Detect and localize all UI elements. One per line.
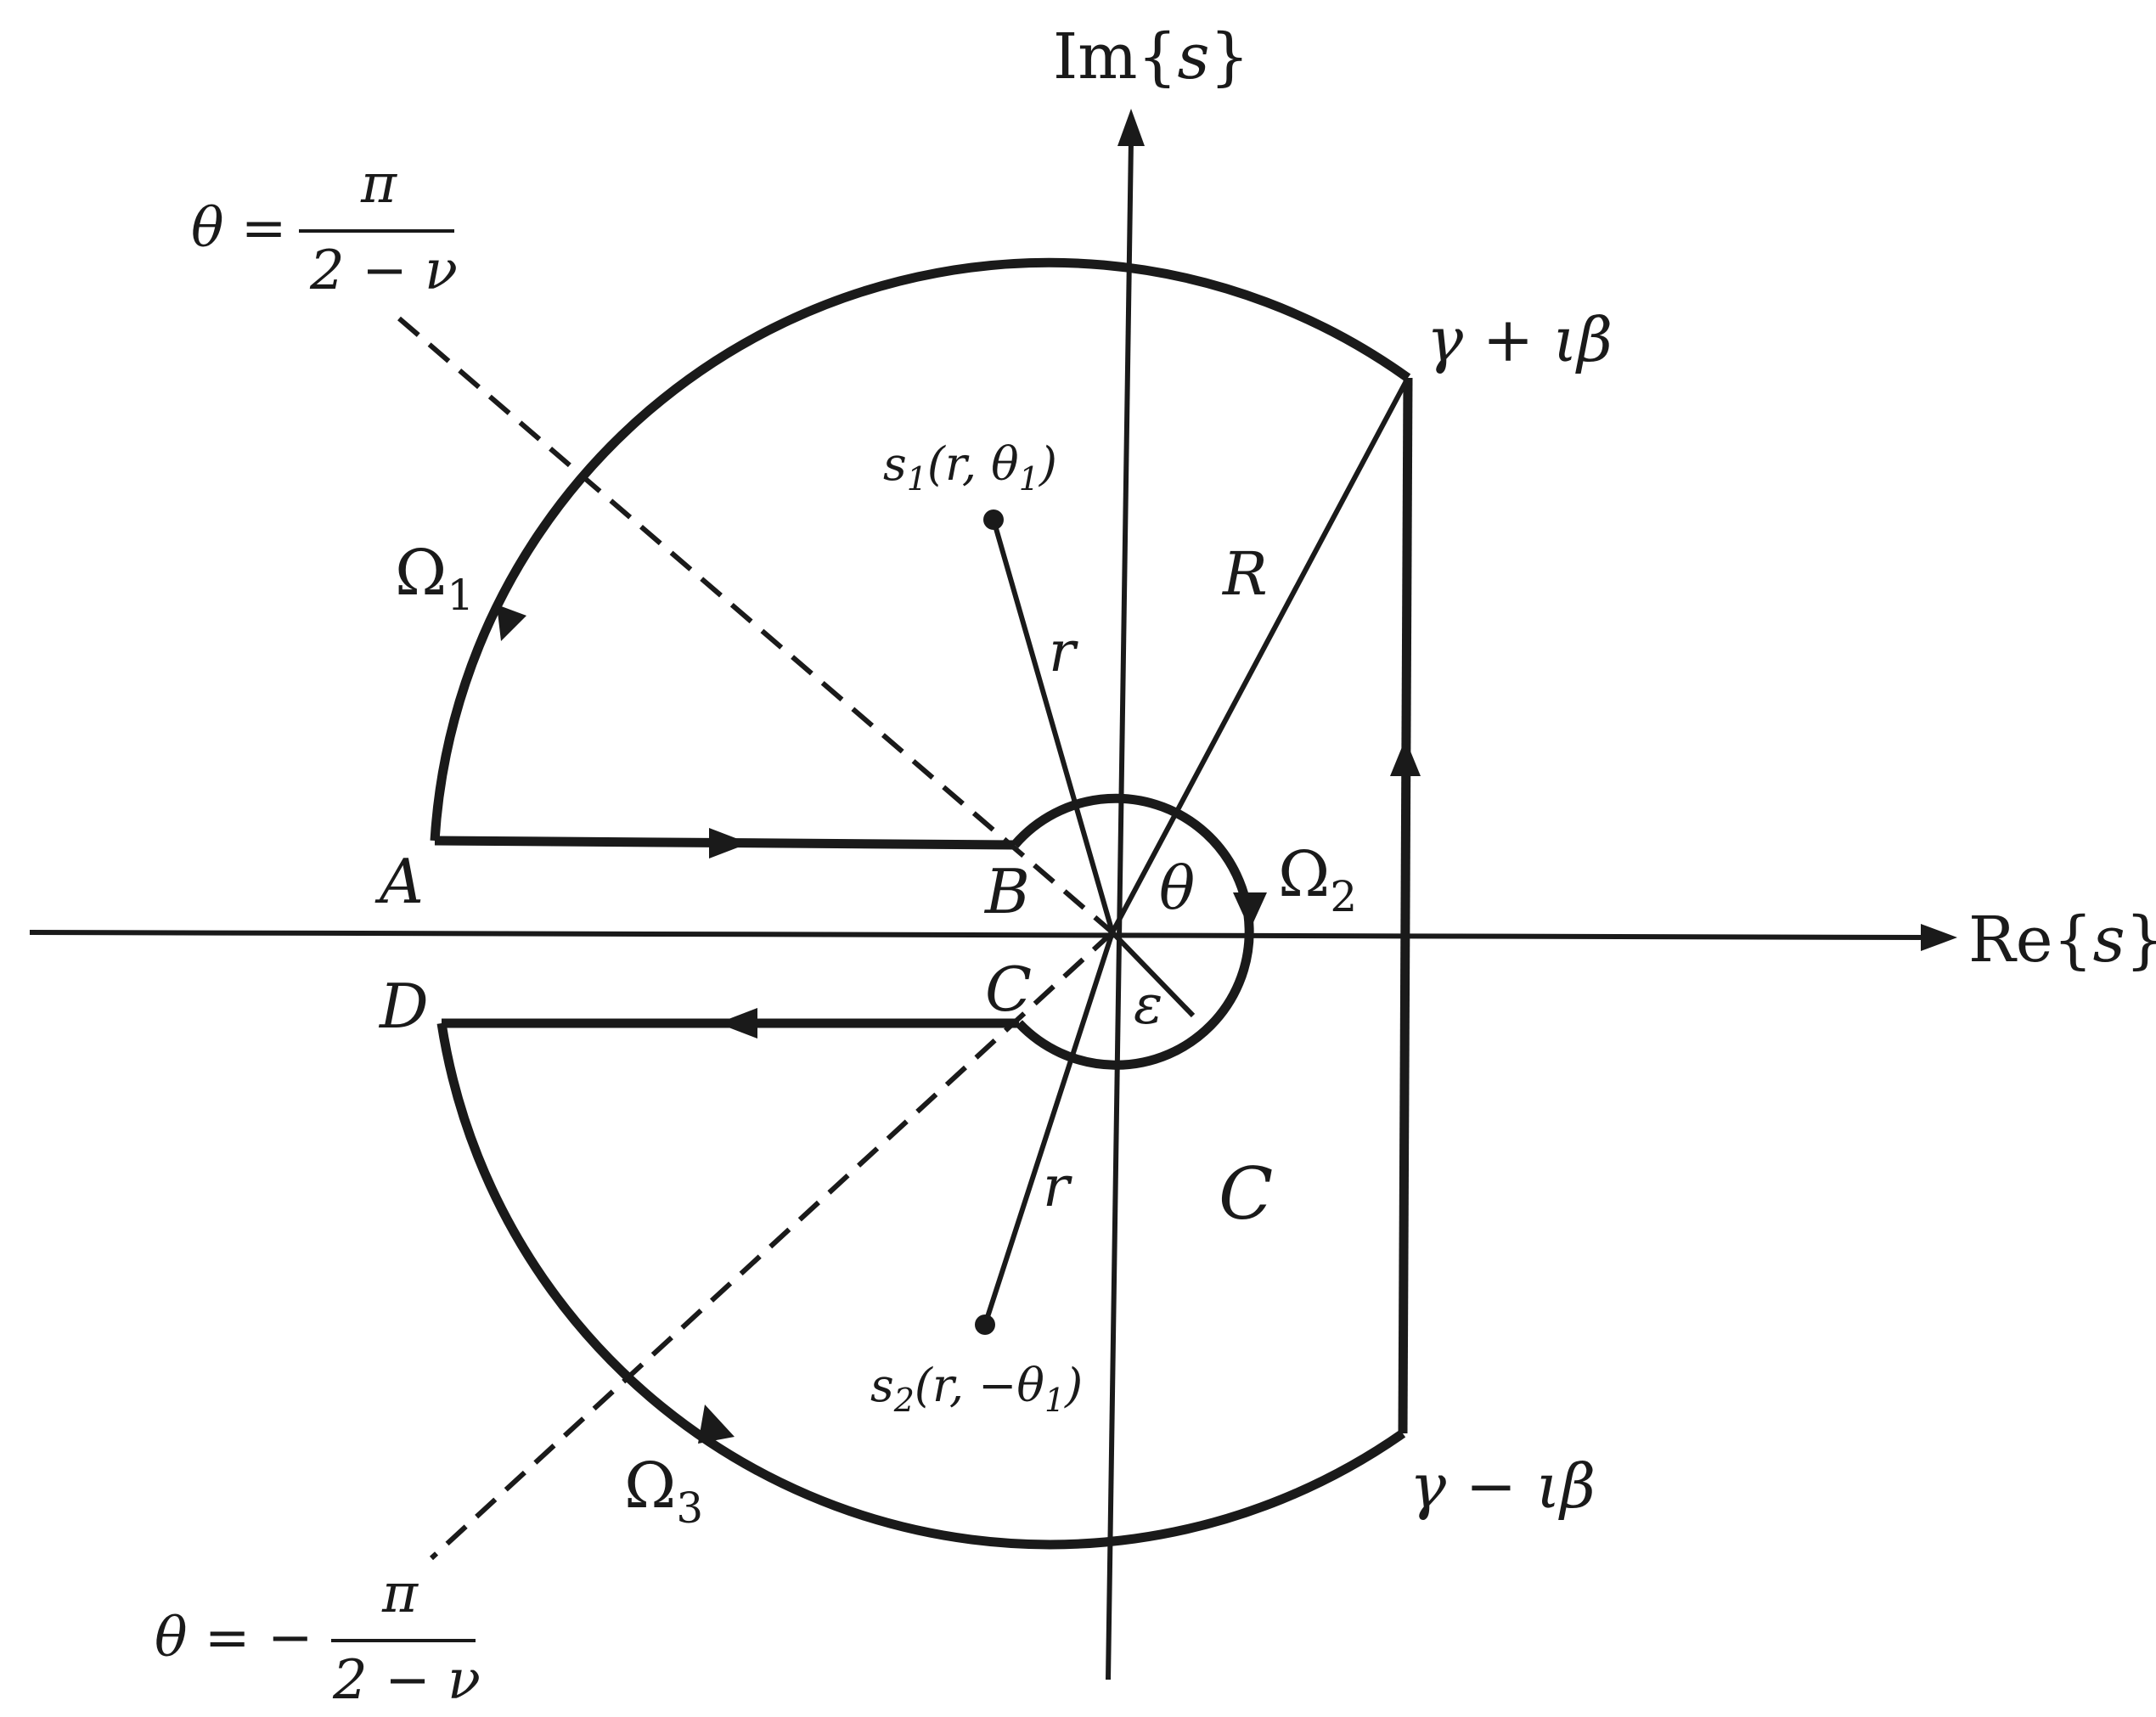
point-C-label: C [985, 954, 1032, 1025]
ray-lower-denominator: 2 − ν [332, 1649, 481, 1712]
r-lower-line [982, 932, 1115, 1326]
arrow-vertical [1390, 739, 1421, 776]
arrow-AB [709, 828, 749, 858]
imag-axis-label: Im{s} [1053, 20, 1250, 93]
contour-arc-omega3 [436, 1022, 1406, 1550]
ray-lower-line [429, 930, 1115, 1561]
ray-upper-denominator: 2 − ν [309, 239, 458, 302]
arrow-omega2 [1233, 892, 1267, 930]
imag-axis [1106, 139, 1134, 1680]
epsilon-label: ε [1134, 974, 1162, 1037]
contour-label: C [1219, 1152, 1273, 1236]
bottom-corner-label: γ − ιβ [1410, 1450, 1596, 1522]
pole-s1 [983, 509, 1004, 530]
direction-arrows [497, 605, 1421, 1444]
omega1-label: Ω1 [395, 537, 474, 620]
omega3-label: Ω3 [624, 1450, 703, 1533]
R-label: R [1221, 539, 1268, 609]
pole-s2 [975, 1314, 995, 1335]
contour [430, 257, 1413, 1550]
top-corner-label: γ + ιβ [1427, 304, 1613, 375]
ray-lower-lhs: θ = − [155, 1607, 312, 1669]
arrow-CD [718, 1008, 757, 1039]
ray-lower-numerator: π [381, 1562, 419, 1625]
contour-vertical-line [1398, 377, 1413, 1434]
pole-s1-label: s1(r, θ1) [883, 437, 1057, 498]
contour-arc-omega1 [430, 257, 1411, 842]
contour-small-circle-omega2 [1010, 793, 1254, 1070]
axes [29, 139, 1928, 1680]
theta-label: θ [1159, 853, 1195, 923]
r-upper-line [991, 519, 1115, 933]
point-B-label: B [983, 856, 1030, 927]
epsilon-line [1110, 930, 1196, 1018]
point-D-label: D [378, 971, 429, 1042]
dashed-rays [397, 316, 1115, 1561]
pole-s2-label: s2(r, −θ1) [870, 1359, 1083, 1419]
point-A-label: A [374, 846, 424, 917]
arrow-omega3 [698, 1405, 735, 1444]
R-line [1110, 376, 1410, 934]
real-axis-arrowhead [1921, 924, 1957, 951]
ray-upper-numerator: π [360, 153, 397, 216]
radius-lines [982, 376, 1410, 1326]
imag-axis-arrowhead [1117, 109, 1145, 146]
real-axis [29, 930, 1928, 940]
r-upper-label: r [1049, 619, 1078, 684]
real-axis-label: Re{s} [1968, 904, 2156, 977]
r-lower-label: r [1043, 1154, 1072, 1219]
arrow-omega1 [497, 605, 526, 641]
ray-upper-lhs: θ = [191, 197, 287, 260]
omega2-label: Ω2 [1278, 838, 1357, 921]
